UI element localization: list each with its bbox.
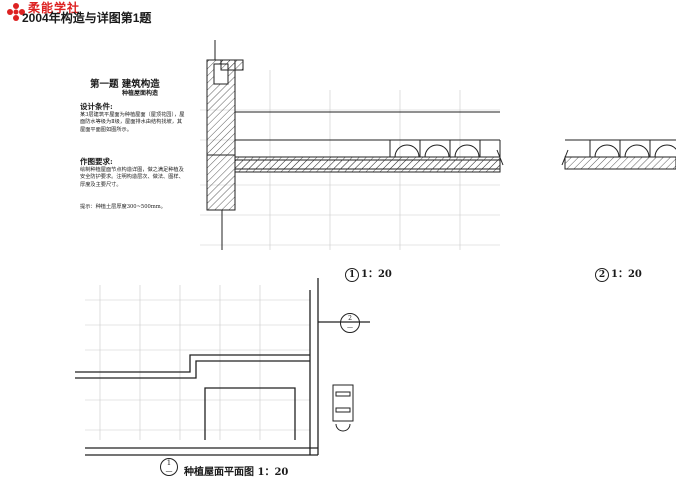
conditions-text: 某3层建筑平屋面为种植屋面（屋顶花园），屋面防水等级为Ⅱ级，屋面排水由结构找坡，…: [80, 112, 185, 133]
page-title: 2004年构造与详图第1题: [22, 11, 152, 25]
plan-label-circle: 1 —: [160, 458, 178, 476]
question-title: 第一题 建筑构造: [90, 79, 160, 90]
detail-1-section: [206, 40, 504, 250]
plan-title: 种植屋面平面图 1：20: [184, 467, 289, 478]
detail-2-section: [561, 139, 676, 170]
conditions-heading: 设计条件:: [80, 102, 113, 111]
roof-plan: [75, 278, 370, 456]
requirements-heading: 作图要求:: [80, 157, 113, 166]
requirements-text: 绘制种植屋面节点构造详图，做之满足种植及安全防护要求。注明构造层次、做法、图样、…: [80, 167, 184, 188]
section-marker: 2 —: [340, 313, 360, 333]
brand-logo-icon: [7, 3, 25, 21]
question-subtitle: 种植屋面构造: [122, 90, 159, 97]
brand-name: 柔能学社: [28, 1, 81, 15]
hint-text: 提示：种植土层厚度300~500mm。: [80, 204, 166, 210]
drain-symbol: [332, 384, 354, 432]
